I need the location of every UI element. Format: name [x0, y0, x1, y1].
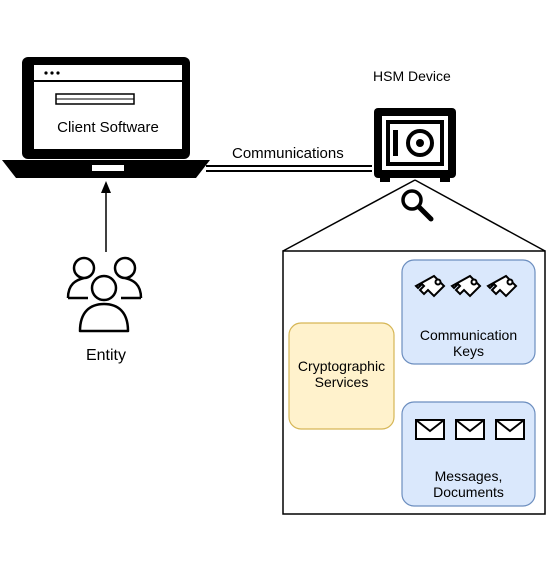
key-icon: [450, 274, 482, 298]
magnifier-icon: [401, 189, 434, 222]
crypto-services-box: [288, 322, 395, 430]
laptop-icon: [2, 57, 210, 178]
users-icon: [66, 256, 143, 333]
communication-keys-label: Communication Keys: [419, 327, 518, 359]
key-icon: [486, 274, 518, 298]
hsm-device-label: HSM Device: [373, 68, 451, 84]
client-software-label: Client Software: [57, 119, 159, 136]
entity-label: Entity: [85, 347, 126, 364]
messages-documents-label: Messages, Documents: [433, 468, 504, 500]
key-icon: [414, 274, 446, 298]
envelope-icon: [455, 419, 485, 440]
hsm-detail-container: [282, 250, 546, 515]
communication-link: [206, 165, 372, 172]
entity-arrow: [101, 181, 111, 252]
envelope-icon: [495, 419, 525, 440]
envelope-icon: [415, 419, 445, 440]
crypto-services-label: Cryptographic Services: [297, 358, 386, 390]
communications-label: Communications: [232, 145, 344, 162]
safe-icon: [374, 108, 456, 182]
